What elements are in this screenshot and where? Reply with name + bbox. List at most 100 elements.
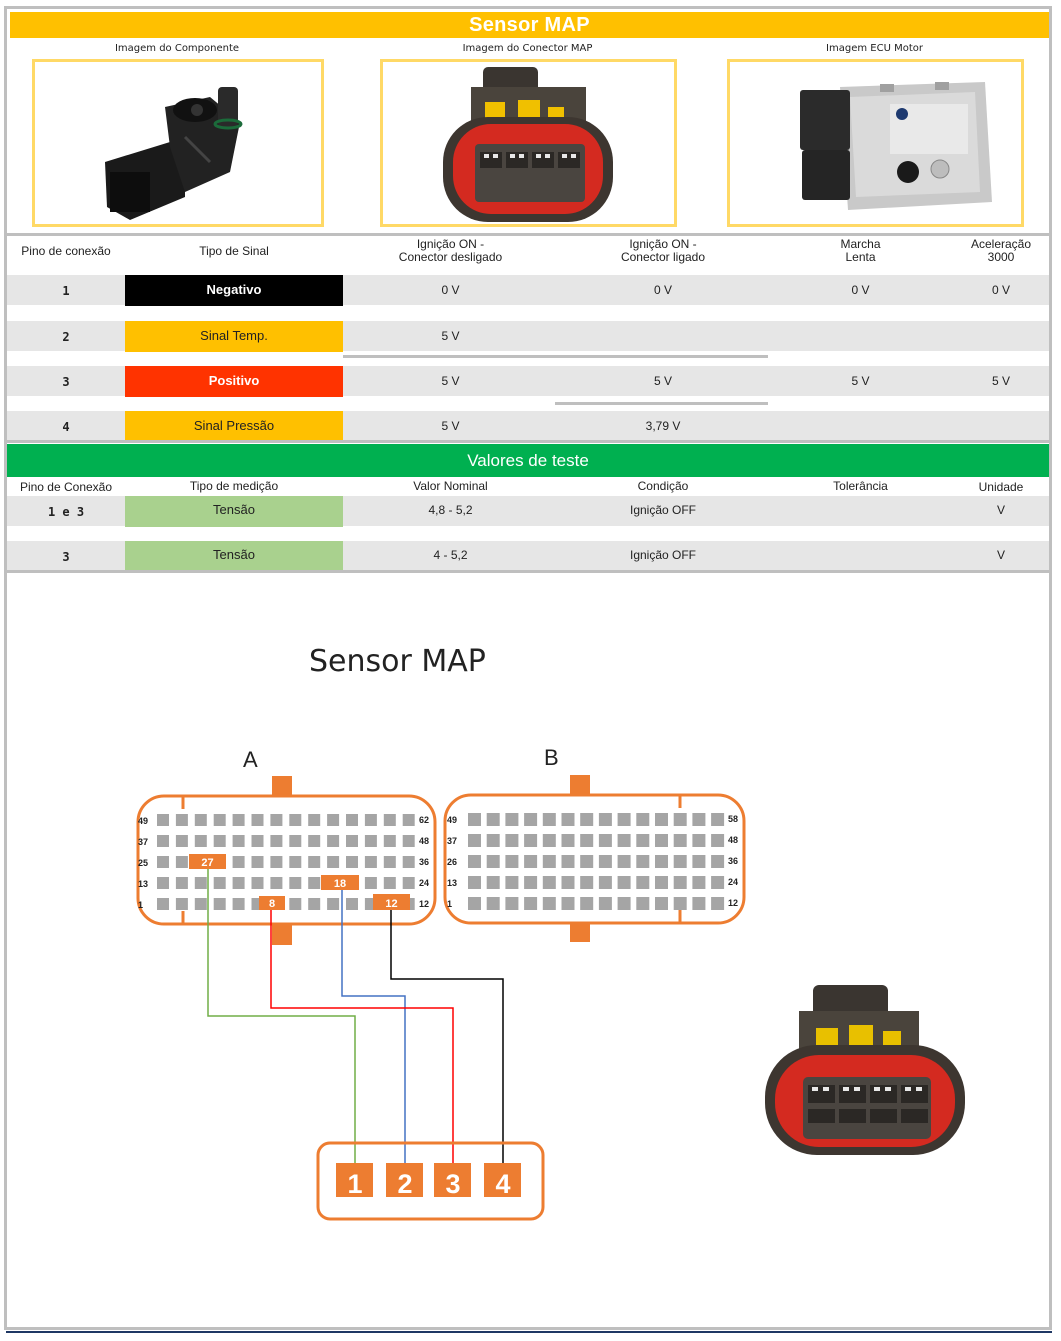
ecu-pin <box>308 814 321 826</box>
wires <box>207 869 504 1166</box>
header-line: Conector desligado <box>398 250 503 264</box>
measure-type: Tensão <box>125 541 343 572</box>
ecu-pin <box>213 814 226 826</box>
header-line: Aceleração <box>970 237 1032 251</box>
ecu-pin <box>175 898 188 910</box>
row-label: 49 <box>138 816 148 826</box>
ecu-pin <box>270 835 283 847</box>
voltage-accel: 5 V <box>991 374 1010 388</box>
ecu-pin <box>383 814 396 826</box>
ecu-pin <box>692 813 706 826</box>
voltage-connected: 0 V <box>653 283 672 297</box>
ecu-pin <box>542 834 556 847</box>
row-label: 62 <box>419 815 429 825</box>
pin-number: 2 <box>62 330 70 344</box>
sensor-pin-label: 2 <box>397 1169 412 1199</box>
header-line: Marcha <box>840 237 881 251</box>
ecu-pin <box>402 877 415 889</box>
wire-18-to-2 <box>341 890 406 1166</box>
ecu-pin <box>327 898 340 910</box>
row-label: 13 <box>138 879 148 889</box>
ecu-pin <box>711 876 725 889</box>
ecu-pin <box>270 856 283 868</box>
signal-type: Positivo <box>125 366 343 397</box>
header-line: Ignição ON - <box>629 237 697 251</box>
pin-number: 4 <box>62 420 70 434</box>
sensor-connector-body <box>316 1141 545 1221</box>
ecu-pin <box>308 856 321 868</box>
ecu-pin <box>561 813 575 826</box>
ecu-pin <box>655 813 668 826</box>
component-image-label: Imagem do Componente <box>114 43 240 54</box>
ecu-pin <box>524 834 538 847</box>
pin-number: 1 <box>62 284 70 298</box>
ecu-pin <box>542 855 556 868</box>
header-idle: Marcha Lenta <box>768 238 953 264</box>
ecu-pin <box>711 855 725 868</box>
ecu-pin <box>251 814 264 826</box>
ecu-pin <box>636 897 650 910</box>
ecu-pin <box>346 835 358 847</box>
connector-b-key-bottom <box>570 924 590 942</box>
ecu-pin <box>505 813 519 826</box>
ecu-pin <box>561 834 575 847</box>
ecu-pin <box>505 897 519 910</box>
ecu-pin <box>580 813 594 826</box>
row-label: 26 <box>447 857 457 867</box>
ecu-pin <box>580 855 594 868</box>
ecu-pin <box>468 897 481 910</box>
ecu-pin <box>251 856 264 868</box>
ecu-pin <box>213 835 226 847</box>
connector-image-label: Imagem do Conector MAP <box>462 43 593 54</box>
highlighted-pin-label: 18 <box>334 878 346 890</box>
ecu-pin <box>383 856 396 868</box>
ecu-pin <box>346 814 358 826</box>
ecu-pin <box>711 813 725 826</box>
row-label: 12 <box>419 899 429 909</box>
row-label: 48 <box>728 835 738 845</box>
ecu-pin <box>175 814 188 826</box>
row-label: 58 <box>728 814 738 824</box>
test-nominal: 4,8 - 5,2 <box>428 503 473 517</box>
ecu-pin <box>308 898 321 910</box>
voltage-disconnected: 5 V <box>441 374 460 388</box>
ecu-pin <box>232 898 245 910</box>
ecu-pin <box>289 877 302 889</box>
highlighted-pin-12 <box>373 894 410 910</box>
ecu-pin <box>692 834 706 847</box>
ecu-pin <box>636 813 650 826</box>
highlighted-pin-label: 27 <box>201 857 213 869</box>
pin-number: 3 <box>62 375 70 389</box>
voltage-idle: 5 V <box>851 374 870 388</box>
row-label: 36 <box>419 857 429 867</box>
ecu-pin <box>213 898 226 910</box>
ecu-pin <box>232 877 245 889</box>
ecu-pin <box>561 876 575 889</box>
ecu-pin <box>175 835 188 847</box>
voltage-idle: 0 V <box>851 283 870 297</box>
voltage-disconnected: 5 V <box>441 329 460 343</box>
ecu-pin <box>580 897 594 910</box>
row-label: 37 <box>138 837 148 847</box>
header-line: Ignição ON - <box>416 237 485 251</box>
ecu-pin <box>346 898 358 910</box>
ecu-pin <box>636 876 650 889</box>
map-sensor-icon <box>105 87 243 220</box>
ecu-pin <box>617 897 631 910</box>
test-values-title: Valores de teste <box>7 444 1049 477</box>
ecu-pin <box>213 877 226 889</box>
sensor-pin-1 <box>336 1163 373 1197</box>
header-measure: Tipo de medição <box>189 479 279 493</box>
ecu-pin <box>194 814 207 826</box>
ecu-pin <box>402 856 415 868</box>
ecu-pin <box>673 897 687 910</box>
ecu-pin <box>308 877 321 889</box>
ecu-pin <box>542 813 556 826</box>
highlighted-pin-label: 8 <box>269 898 275 910</box>
ecu-pin <box>289 835 302 847</box>
footer-line <box>6 1331 1052 1333</box>
test-unit: V <box>996 548 1005 562</box>
ecu-pin <box>175 877 188 889</box>
ecu-pin <box>468 876 481 889</box>
